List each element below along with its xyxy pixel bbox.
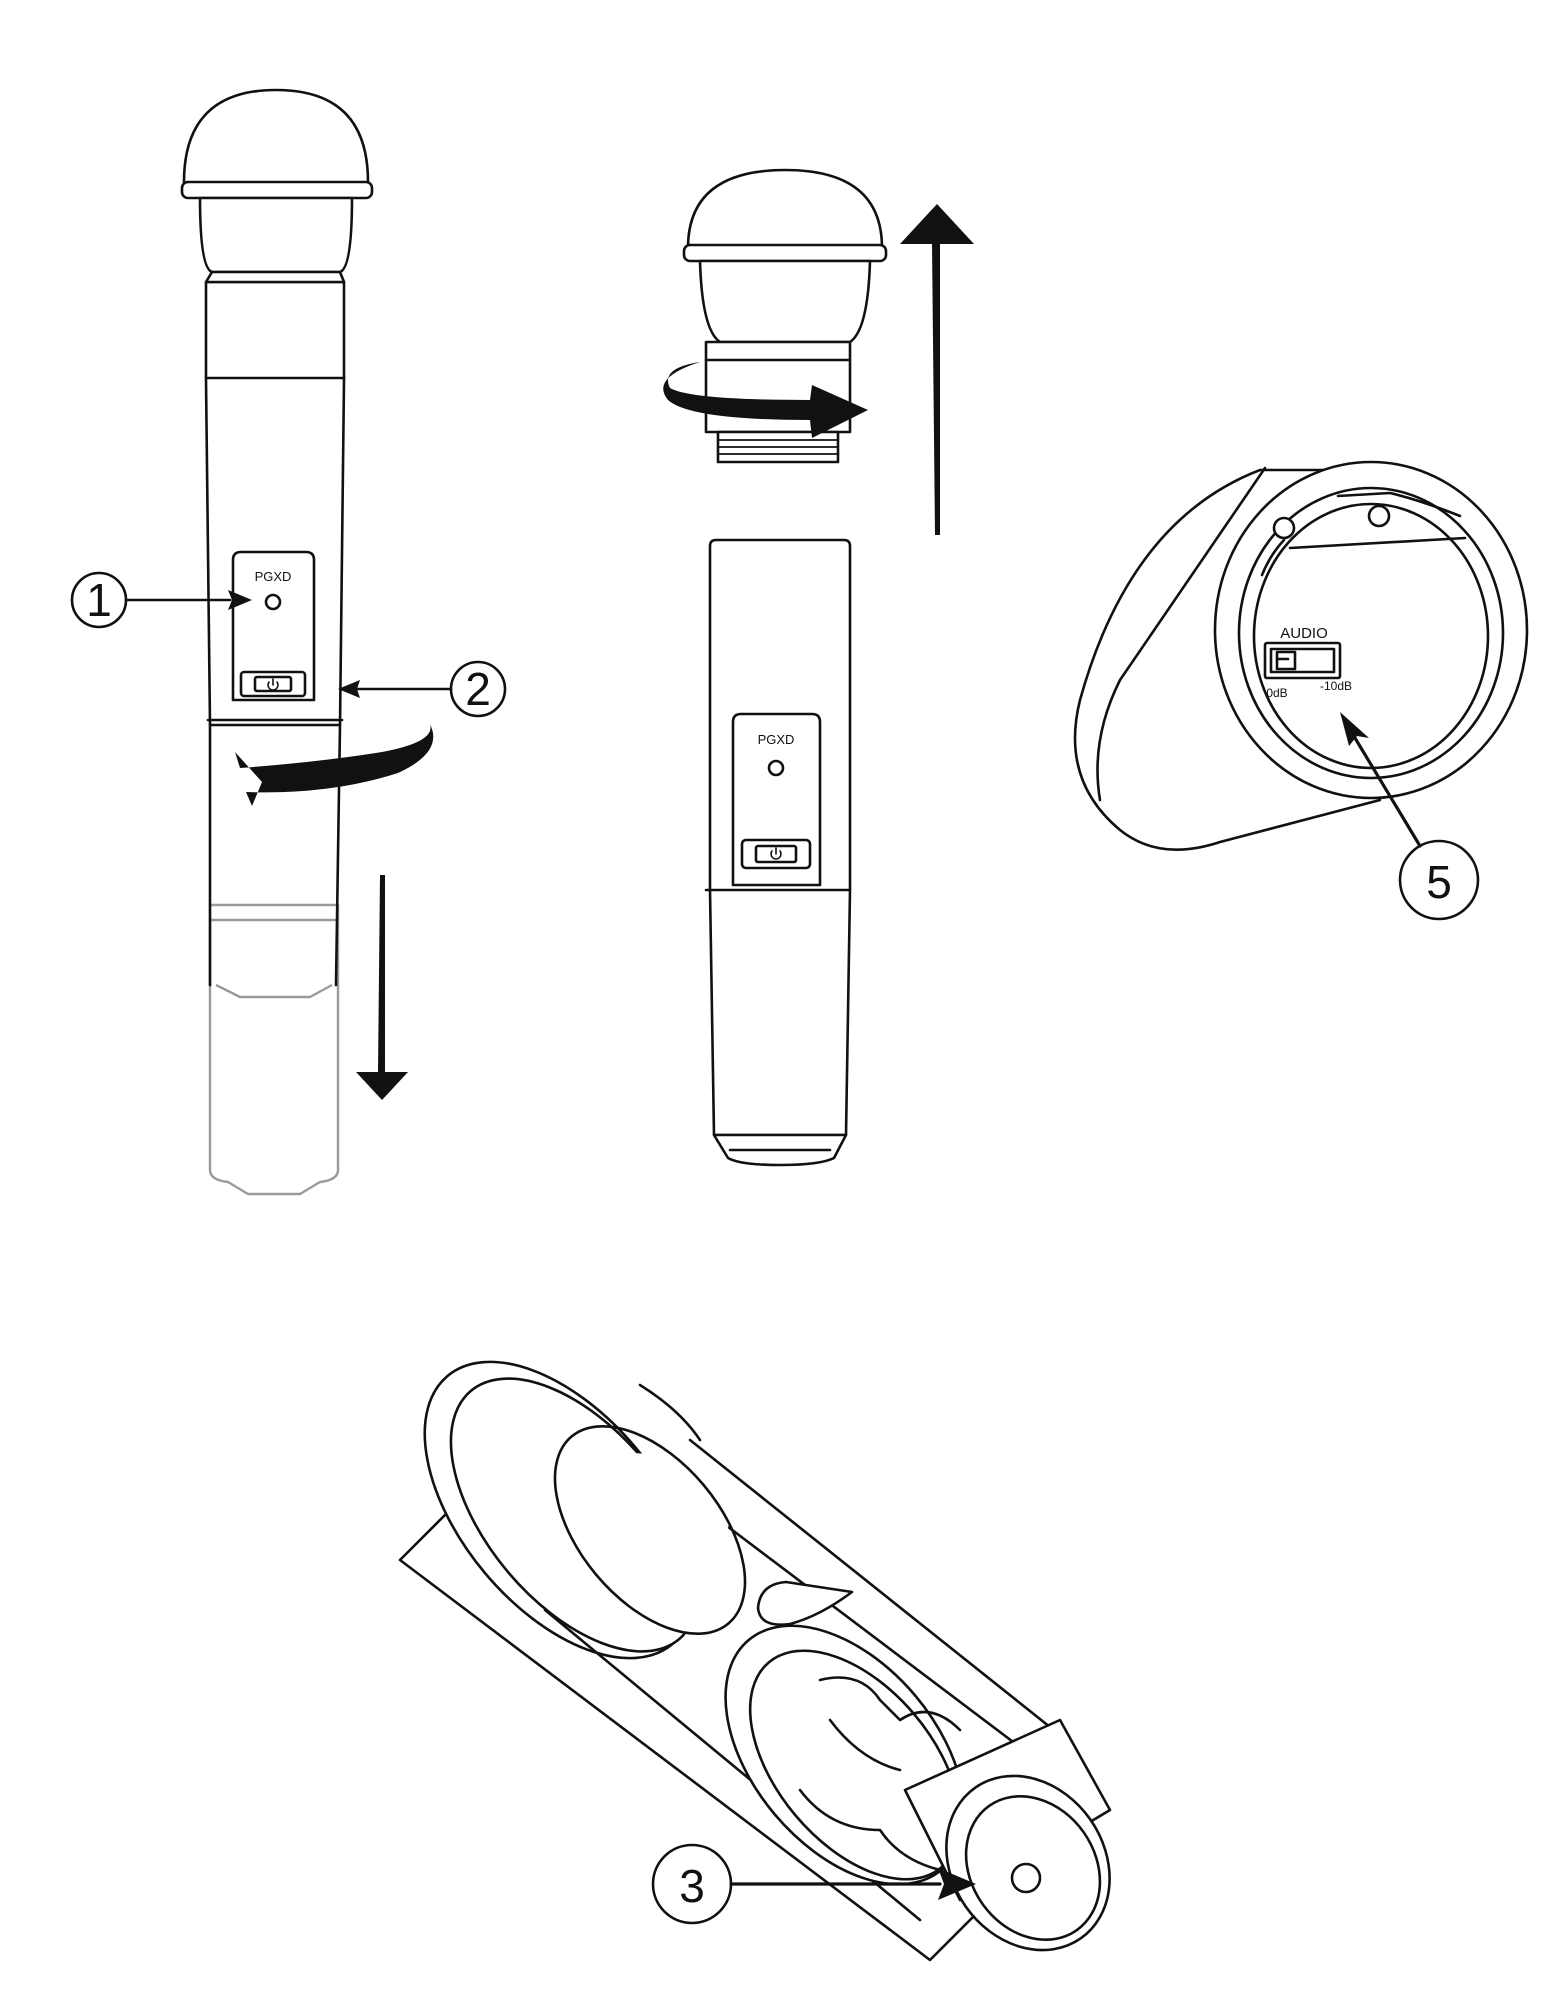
callout-3: 3 <box>651 1843 976 1925</box>
status-led <box>264 593 282 611</box>
callout-5-number: 5 <box>1426 856 1452 908</box>
brand-label: PGXD <box>255 569 292 584</box>
twist-arrow-icon <box>663 362 868 438</box>
callout-3-number: 3 <box>679 1860 705 1912</box>
callout-2: 2 <box>338 660 507 718</box>
rotate-arrow-icon <box>235 724 434 806</box>
up-arrow-icon <box>900 204 974 535</box>
battery-cup-ghost <box>208 903 340 1196</box>
control-panel: PGXD <box>231 550 316 702</box>
battery-opening <box>724 1624 966 1886</box>
control-panel-b: PGXD <box>731 712 822 887</box>
callout-2-number: 2 <box>465 663 491 715</box>
power-icon <box>267 678 279 691</box>
battery <box>903 1718 1112 1952</box>
audio-switch-title: AUDIO <box>1280 625 1328 642</box>
status-led-b <box>767 759 785 777</box>
down-arrow-icon <box>356 875 408 1100</box>
callout-1-number: 1 <box>86 574 112 626</box>
callout-1: 1 <box>70 571 252 629</box>
audio-high-label: -10dB <box>1320 679 1352 693</box>
battery-terminal <box>1010 1862 1042 1894</box>
audio-low-label: 0dB <box>1266 686 1287 700</box>
battery-compartment-view: 3 <box>398 1360 1112 1962</box>
power-icon <box>770 847 782 860</box>
grille-end <box>423 1360 1062 1922</box>
microphone-disassembled: PGXD <box>663 168 974 1167</box>
microphone-assembled: PGXD 1 2 <box>70 88 507 1196</box>
callout-5: 5 <box>1340 712 1480 921</box>
brand-label-b: PGXD <box>758 732 795 747</box>
led-window <box>756 1580 854 1626</box>
grille <box>180 88 374 284</box>
audio-switch-detail: AUDIO 0dB -10dB 5 <box>1073 460 1529 921</box>
